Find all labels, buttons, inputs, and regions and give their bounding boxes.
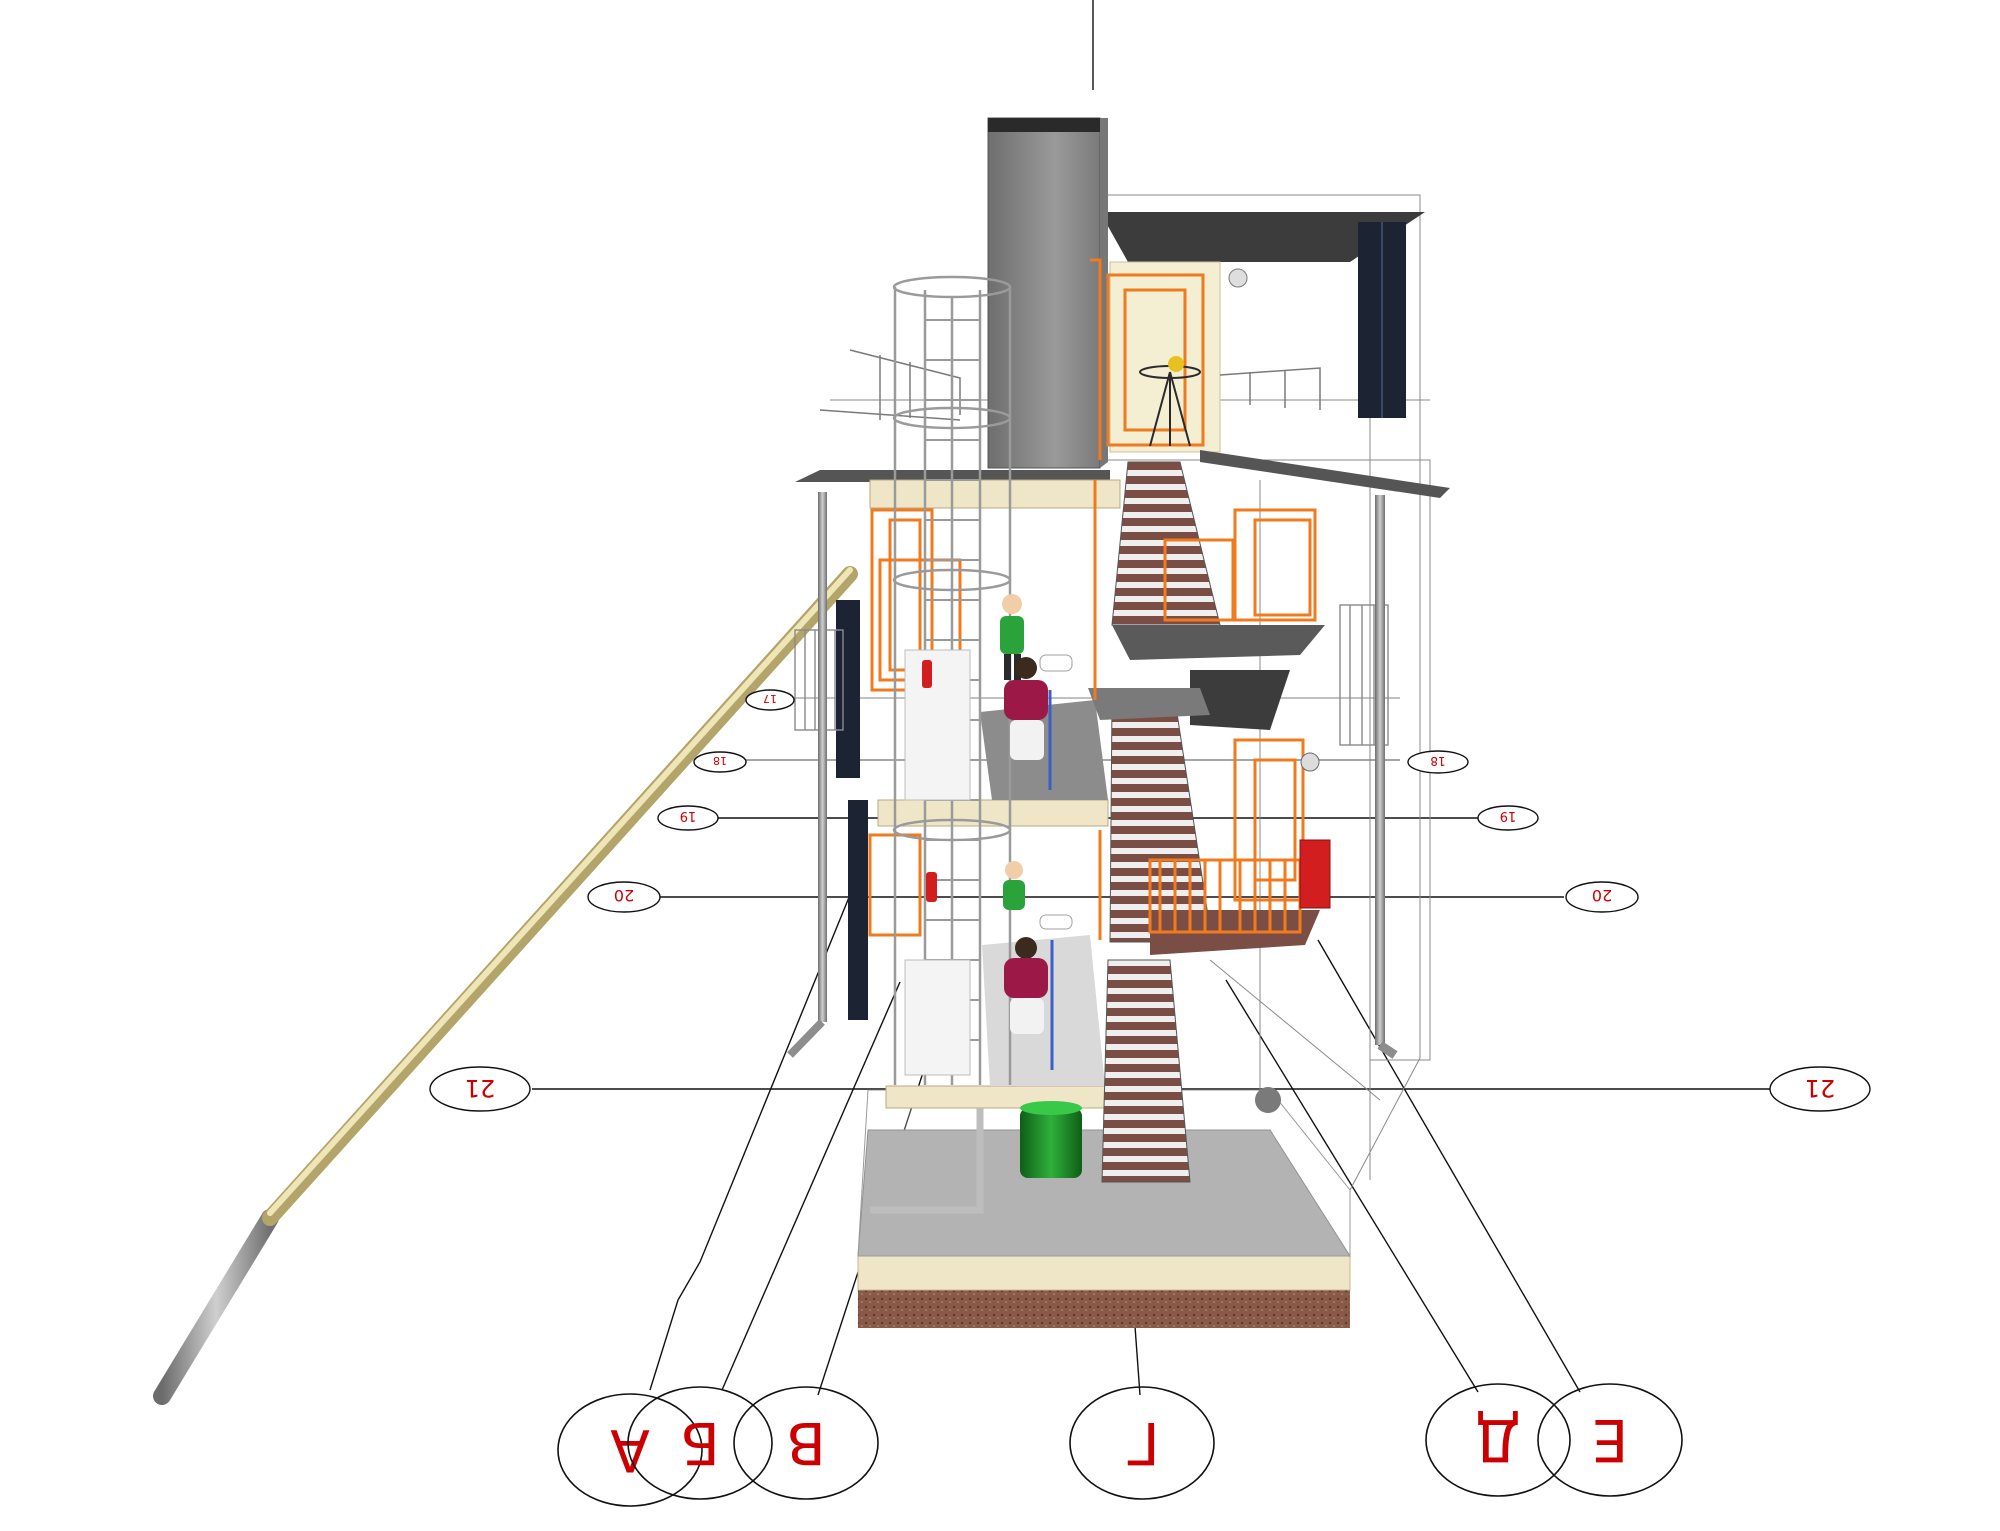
- grid-leader-col-e: [1317, 939, 1581, 1393]
- glass-panel-lower-left: [848, 800, 868, 1020]
- downpipe-right: [1375, 495, 1385, 1045]
- row-axis-bubble-18-right: 18: [1407, 750, 1469, 774]
- row-label-19-left: 19: [680, 808, 697, 823]
- upper-floor-slab: [869, 479, 1121, 509]
- row-label-17: 17: [763, 692, 777, 705]
- grid-leader-col-b: [721, 981, 901, 1391]
- fire-extinguisher-upper: [922, 660, 932, 688]
- row-axis-bubble-19-right: 19: [1477, 805, 1539, 831]
- hazard-sign: [1168, 356, 1184, 372]
- fire-hydrant-cabinet: [1299, 839, 1331, 909]
- ventilation-shaft: [987, 117, 1101, 469]
- column-label-g: Г: [1124, 1409, 1159, 1477]
- row-label-18-right: 18: [1430, 754, 1445, 768]
- green-water-tank: [1020, 1108, 1082, 1178]
- water-heater-upper: [904, 649, 971, 801]
- glass-panel-upper-left: [836, 600, 860, 778]
- sink-lower: [1039, 914, 1073, 930]
- column-label-v: В: [786, 1409, 826, 1477]
- foundation-slab: [857, 1255, 1351, 1291]
- stair-landing-1: [1112, 625, 1325, 660]
- person-lower-maroon: [1004, 937, 1048, 1034]
- column-label-b: Б: [680, 1409, 720, 1477]
- fire-extinguisher-lower: [926, 872, 937, 902]
- row-axis-bubble-17-left: 17: [745, 689, 795, 711]
- row-axis-bubble-21-right: 21: [1769, 1066, 1871, 1112]
- sink-upper: [1039, 654, 1073, 672]
- stair-underside: [1190, 670, 1290, 730]
- person-lower-green: [1003, 861, 1025, 910]
- roof-railing: [819, 349, 1321, 421]
- grid-leader-col-a: [649, 889, 853, 1391]
- basement-pump: [1255, 1087, 1281, 1113]
- wall-lamp: [1300, 752, 1320, 772]
- downpipe-left-foot: [787, 1019, 825, 1058]
- person-upper-maroon: [1004, 657, 1048, 760]
- column-label-e: Е: [1592, 1406, 1629, 1474]
- roof-cornice-right: [1200, 450, 1450, 498]
- column-axis-bubble-e: Е: [1537, 1383, 1683, 1497]
- roof-fan: [1228, 268, 1248, 288]
- column-axis-bubble-d: Д: [1425, 1383, 1571, 1497]
- utility-pipes: [153, 566, 860, 1405]
- row-axis-bubble-19-left: 19: [657, 805, 719, 831]
- basement-pipe: [870, 1108, 984, 1214]
- row-axis-bubble-21-left: 21: [429, 1066, 531, 1112]
- column-axis-bubble-g: Г: [1069, 1386, 1215, 1500]
- downpipe-left: [818, 492, 827, 1022]
- shaft-side: [1100, 118, 1108, 468]
- column-label-d: Д: [1475, 1406, 1520, 1474]
- water-heater-lower: [904, 959, 971, 1076]
- shaft-cap: [988, 118, 1100, 132]
- row-axis-bubble-20-left: 20: [587, 881, 661, 913]
- foundation-soil: [858, 1290, 1350, 1328]
- stair-flight-3: [1101, 959, 1191, 1183]
- row-label-20-right: 20: [1592, 886, 1612, 905]
- row-axis-bubble-18-left: 18: [693, 751, 747, 773]
- column-axis-bubble-b: Б: [627, 1386, 773, 1500]
- row-label-18-left: 18: [713, 754, 727, 767]
- green-tank-top: [1020, 1101, 1082, 1115]
- roof-canopy: [1100, 212, 1425, 262]
- row-label-20-left: 20: [614, 886, 634, 905]
- building-model: [787, 117, 1450, 1328]
- gray-pipe-end: [153, 1209, 279, 1405]
- stair-landing-gray: [1088, 688, 1210, 720]
- row-label-19-right: 19: [1500, 808, 1517, 823]
- downpipe-right-foot: [1377, 1041, 1398, 1059]
- row-label-21-left: 21: [465, 1074, 496, 1102]
- row-label-21-right: 21: [1805, 1074, 1836, 1102]
- column-axis-bubble-v: В: [733, 1386, 879, 1500]
- row-axis-bubble-20-right: 20: [1565, 881, 1639, 913]
- column-label-a: А: [610, 1416, 650, 1484]
- insulated-main-pipe-highlight: [267, 567, 853, 1216]
